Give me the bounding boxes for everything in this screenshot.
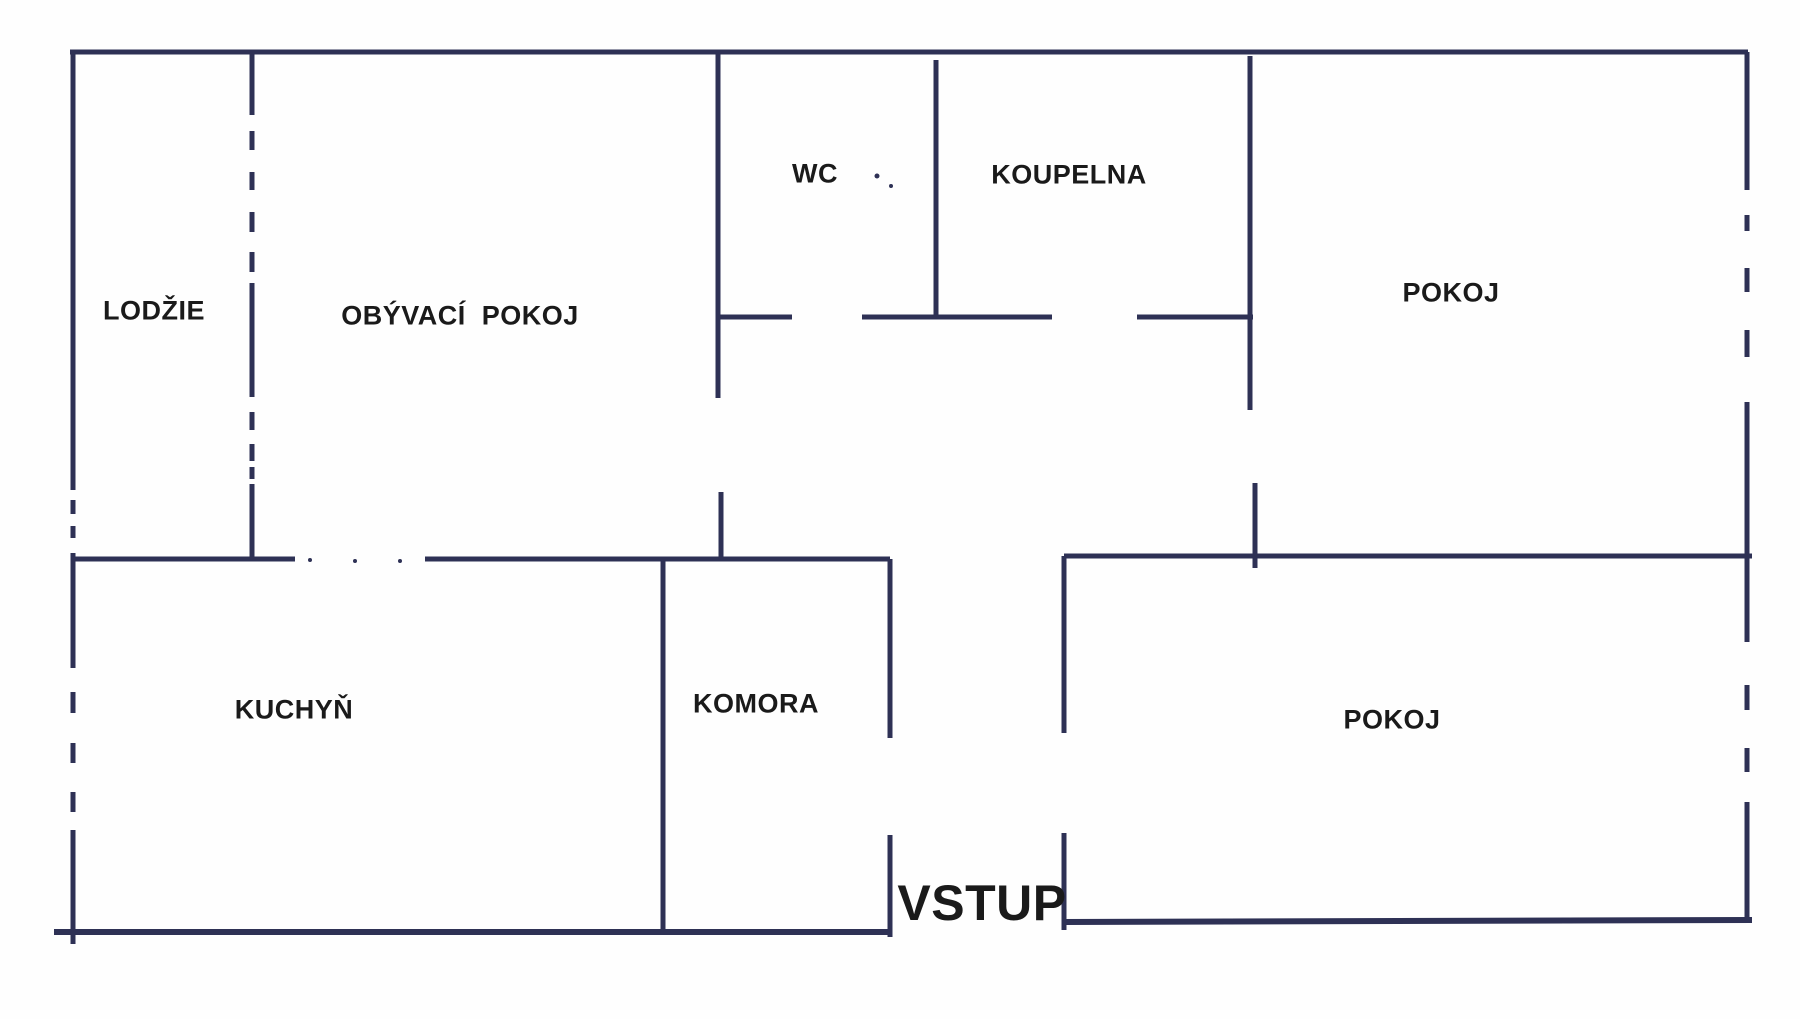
room-label-kuchyn: KUCHYŇ (234, 694, 354, 725)
kitchen-door-dot (353, 559, 357, 563)
room-label-lodzie: LODŽIE (103, 295, 205, 326)
room-label-obyvaci-pokoj: OBÝVACÍ POKOJ (341, 300, 579, 331)
wc-speck-dot (874, 173, 880, 179)
wall-koupelna-pokoj-wall (1247, 56, 1258, 568)
room-label-pokoj-bottom: POKOJ (1343, 704, 1441, 735)
room-label-wc: WC (792, 158, 838, 189)
room-label-koupelna: KOUPELNA (991, 159, 1147, 190)
wall-hall-livingroom-wall (715, 52, 724, 560)
kitchen-door-dot (308, 558, 312, 562)
wall-outer-bottom-right (1063, 917, 1753, 925)
wc-speck-dot (889, 184, 893, 188)
room-label-pokoj-top: POKOJ (1402, 277, 1500, 308)
kitchen-door-dot (398, 559, 402, 563)
room-label-vstup: VSTUP (897, 875, 1067, 931)
room-label-komora: KOMORA (693, 688, 819, 719)
